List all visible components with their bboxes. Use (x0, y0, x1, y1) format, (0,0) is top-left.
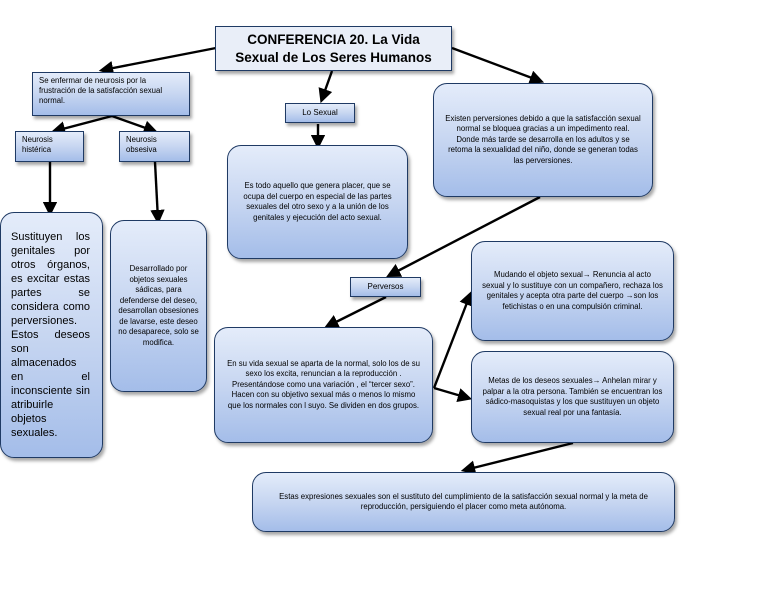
lo-sexual-box: Lo Sexual (285, 103, 355, 123)
arrow-neurosis-to-histerica (50, 114, 113, 136)
arrow-neurosis-to-obsesiva (111, 114, 159, 135)
perversos-description-text: En su vida sexual se aparta de la normal… (227, 358, 420, 410)
neurosis-intro-box: Se enfermar de neurosis por la frustraci… (32, 72, 190, 116)
histerica-description-text: Sustituyen los genitales por otros órgan… (11, 231, 90, 425)
neurosis-obsesiva-label: Neurosis obsesiva (126, 135, 157, 154)
obsesiva-description-text: Desarrollado por objetos sexuales sádica… (118, 264, 199, 347)
neurosis-histerica-box: Neurosis histérica (15, 131, 84, 162)
title-text: CONFERENCIA 20. La Vida Sexual de Los Se… (235, 31, 432, 65)
metas-deseos-box: Metas de los deseos sexuales→ Anhelan mi… (471, 351, 674, 443)
perversos-description-box: En su vida sexual se aparta de la normal… (214, 327, 433, 443)
conclusion-text: Estas expresiones sexuales son el sustit… (279, 491, 648, 512)
neurosis-obsesiva-box: Neurosis obsesiva (119, 131, 190, 162)
perversiones-origin-box: Existen perversiones debido a que la sat… (433, 83, 653, 197)
arrow-title-to-lo-sexual (318, 70, 334, 104)
arrow-title-to-neurosis (98, 46, 217, 76)
perversiones-origin-text: Existen perversiones debido a que la sat… (445, 113, 641, 165)
obsesiva-description-box: Desarrollado por objetos sexuales sádica… (110, 220, 207, 392)
lo-sexual-description-text: Es todo aquello que genera placer, que s… (243, 181, 392, 222)
arrow-obsesiva-to-desc (150, 161, 165, 225)
perversos-label: Perversos (367, 282, 404, 291)
histerica-description-box: Sustituyen los genitales por otros órgan… (0, 212, 103, 458)
title-box: CONFERENCIA 20. La Vida Sexual de Los Se… (215, 26, 452, 71)
conclusion-box: Estas expresiones sexuales son el sustit… (252, 472, 675, 532)
histerica-description-last-line: sexuales. (11, 427, 58, 439)
arrow-perversos-to-desc (324, 295, 387, 328)
arrow-metas-to-conclusion (460, 441, 574, 475)
arrow-perversos-desc-to-metas (433, 386, 473, 403)
mudando-objeto-box: Mudando el objeto sexual→ Renuncia al ac… (471, 241, 674, 341)
lo-sexual-description-box: Es todo aquello que genera placer, que s… (227, 145, 408, 259)
neurosis-histerica-label: Neurosis histérica (22, 135, 53, 154)
perversos-box: Perversos (350, 277, 421, 297)
lo-sexual-label: Lo Sexual (302, 108, 338, 117)
arrow-perversos-desc-to-mudando (432, 290, 474, 389)
metas-deseos-text: Metas de los deseos sexuales→ Anhelan mi… (482, 376, 663, 417)
neurosis-intro-text: Se enfermar de neurosis por la frustraci… (39, 76, 163, 105)
arrow-title-to-perversiones-origin (451, 46, 545, 85)
mudando-objeto-text: Mudando el objeto sexual→ Renuncia al ac… (482, 270, 663, 311)
